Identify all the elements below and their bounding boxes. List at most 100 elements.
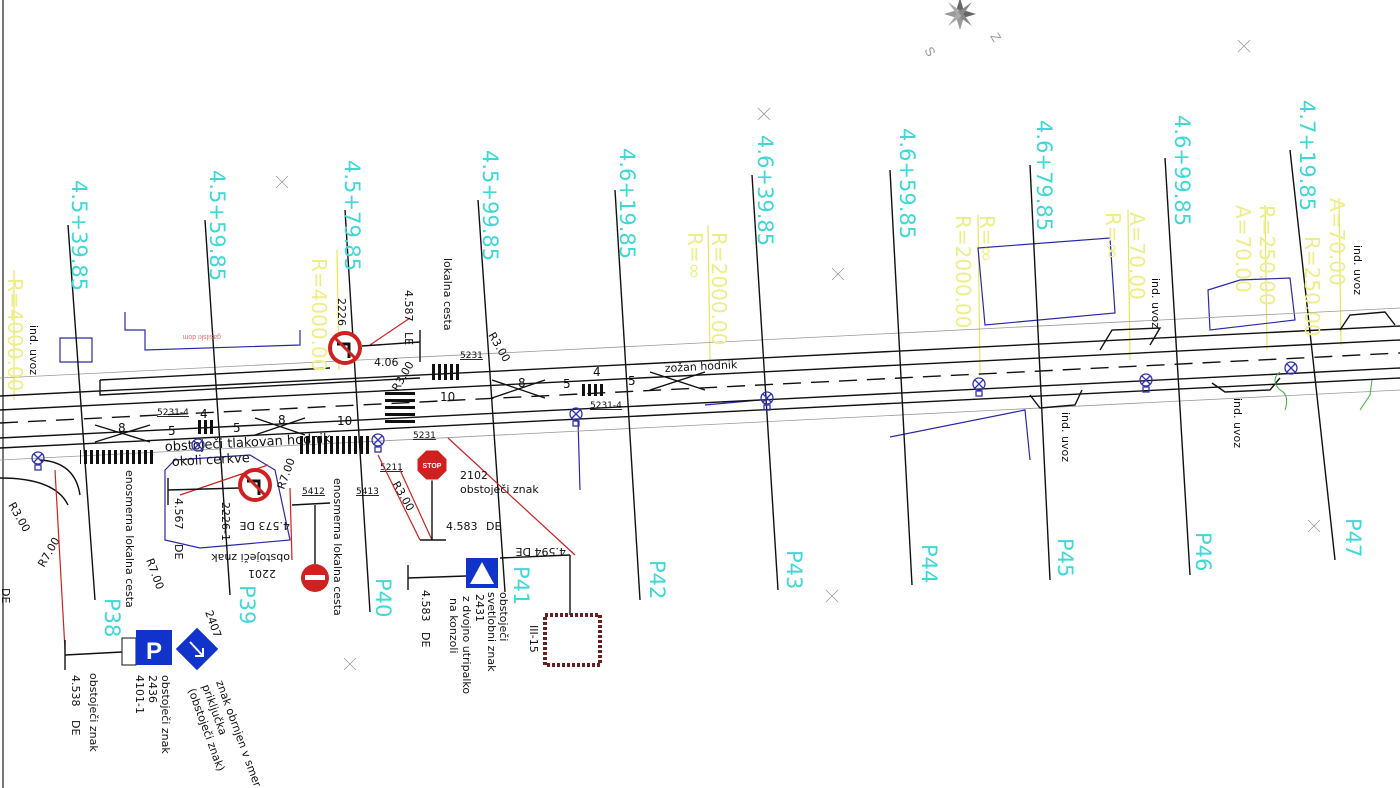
- marking-codes: 5231-4 5231 5231 5231-4 5412 5413 5211: [157, 351, 622, 497]
- marking-code: 5211: [380, 463, 403, 473]
- sign-2407-direction: 2407 znak obrnjen v smer priključka (obs…: [175, 609, 264, 788]
- grid-cross-marks: [275, 39, 1321, 671]
- parking-plate-icon: [121, 637, 137, 666]
- station-label: 4.5+59.85: [205, 170, 229, 281]
- sign-side: LE: [402, 332, 415, 345]
- driveway-label: ind. uvoz: [1351, 245, 1364, 295]
- fire-station-label: gasilski dom: [182, 333, 221, 340]
- profile-label: P38: [100, 598, 124, 637]
- lane-number: 5: [168, 424, 176, 438]
- stop-sign-text: STOP: [423, 463, 442, 470]
- lane-numbers: 4 5 8 5 10 10 8 5 4 5 8: [118, 365, 636, 438]
- narrowed-sidewalk-label: zožan hodnik: [664, 358, 738, 375]
- sign-chainage: 4.587: [402, 290, 415, 322]
- profile-labels: P38 P39 P40 P41 P42 P43 P44 P45 P46 P47: [100, 518, 1365, 637]
- lane-number: 4: [593, 365, 601, 379]
- sign-code: 2431: [473, 594, 486, 622]
- station-label: 4.6+79.85: [1032, 120, 1056, 231]
- station-label: 4.6+99.85: [1170, 115, 1194, 226]
- sign-code: 4101-1: [133, 675, 146, 714]
- radius-label: R3.00: [5, 500, 32, 534]
- sign-note: obstoječi: [497, 592, 510, 641]
- radius-label: R7.00: [143, 557, 166, 592]
- cross-section-lines: [67, 149, 1336, 613]
- marking-code: 5231-4: [590, 401, 622, 411]
- curve-label: R=4000.00: [307, 258, 331, 371]
- marking-code: 5231: [413, 431, 436, 441]
- sign-code: 2201: [248, 567, 276, 580]
- profile-label: P40: [371, 578, 395, 617]
- curve-labels: R=4000.00 R=4000.00 R=∞ R=2000.00 R=∞ R=…: [3, 198, 1349, 391]
- sign-chainage: 4.567: [172, 498, 185, 530]
- profile-label: P44: [917, 544, 941, 583]
- station-label: 4.5+99.85: [478, 150, 502, 261]
- marking-code: 5413: [356, 487, 379, 497]
- lane-number: 8: [118, 421, 126, 435]
- stop-sign-icon: [416, 449, 448, 481]
- station-label: 4.5+39.85: [67, 180, 91, 291]
- profile-label: P42: [645, 560, 669, 599]
- sign-2431-pedestrian-crossing: 4.583 DE obstoječi svetlobni znak 2431 z…: [407, 558, 510, 694]
- lane-number: 8: [518, 376, 526, 390]
- paved-sidewalk-label: okoli cerkve: [171, 451, 250, 470]
- curve-label: R=2000.00: [951, 215, 975, 328]
- one-way-road-label: enosmerna lokalna cesta: [331, 478, 344, 616]
- sign-chainage: 4.583: [446, 520, 478, 533]
- compass-rose-icon: S Z: [921, 0, 1004, 59]
- curve-label: R=250.00: [1300, 236, 1324, 337]
- curve-label: A=70.00: [1325, 198, 1349, 286]
- sign-2201-no-entry: 4.573 DE obstoječi znak 2201: [211, 502, 331, 592]
- driveway-label: ind. uvoz: [27, 325, 40, 375]
- road-carriageway: [0, 307, 1400, 506]
- profile-label: P43: [782, 550, 806, 589]
- sign-chainage: 4.06: [374, 356, 399, 369]
- sign-note: svetlobni znak: [485, 592, 498, 672]
- sign-2436-parking: P 4.538 DE obstoječi znak 4101-1 2436 ob…: [64, 630, 172, 754]
- sign-chainage: 4.594 DE: [516, 545, 566, 558]
- marking-code: 5412: [302, 487, 325, 497]
- curve-label: R=4000.00: [3, 278, 27, 391]
- lane-number: 5: [563, 377, 571, 391]
- parking-sign-letter: P: [146, 638, 162, 665]
- sign-code: 2226-1: [219, 502, 232, 541]
- driveway-label: ind. uvoz: [1059, 412, 1072, 462]
- restricted-area-x-marks: [94, 371, 706, 443]
- lane-number: 8: [278, 413, 286, 427]
- curve-label: R=∞: [975, 215, 999, 262]
- sign-2102-stop: STOP 2102 obstoječi znak 4.583 DE: [416, 449, 539, 541]
- curve-label: A=70.00: [1231, 205, 1255, 293]
- sign-side: DE: [69, 720, 82, 735]
- sign-code: III-15: [527, 625, 540, 653]
- station-label: 4.6+19.85: [615, 148, 639, 259]
- profile-label: P39: [235, 585, 259, 624]
- sign-code: 2102: [460, 469, 488, 482]
- lane-number: 5: [233, 421, 241, 435]
- lane-number: 4: [200, 407, 208, 421]
- marking-code: 5231-4: [157, 408, 189, 418]
- curve-label: R=∞: [683, 232, 707, 279]
- sign-chainage: 4.583: [419, 590, 432, 622]
- sign-code: 2226: [335, 298, 348, 326]
- sign-III-15-board: 4.594 DE III-15: [499, 545, 602, 667]
- pedestrian-crossings: [80, 364, 606, 464]
- road-labels: zožan hodnik obstoječi tlakovan hodnik o…: [27, 245, 1364, 616]
- profile-label: P45: [1053, 538, 1077, 577]
- sign-side: DE: [486, 520, 501, 533]
- sign-chainage: 4.573 DE: [240, 519, 290, 532]
- profile-label: P46: [1191, 532, 1215, 571]
- one-way-road-label: enosmerna lokalna cesta: [123, 470, 136, 608]
- sign-side: DE: [419, 632, 432, 647]
- radius-label: R3.00: [389, 479, 416, 513]
- station-labels: 4.5+39.85 4.5+59.85 4.5+79.85 4.5+99.85 …: [67, 100, 1319, 291]
- lane-number: 10: [440, 390, 455, 404]
- radius-label: R7.00: [275, 456, 298, 491]
- curve-label: R=∞: [1101, 212, 1125, 259]
- station-label: 4.6+39.85: [753, 135, 777, 246]
- lane-number: 10: [337, 414, 352, 428]
- profile-label: P47: [1341, 518, 1365, 557]
- station-label: 4.7+19.85: [1295, 100, 1319, 211]
- sign-note: z dvojno utripalko: [460, 596, 473, 694]
- station-label: 4.5+79.85: [340, 160, 364, 271]
- sign-note: obstoječi znak: [211, 551, 290, 564]
